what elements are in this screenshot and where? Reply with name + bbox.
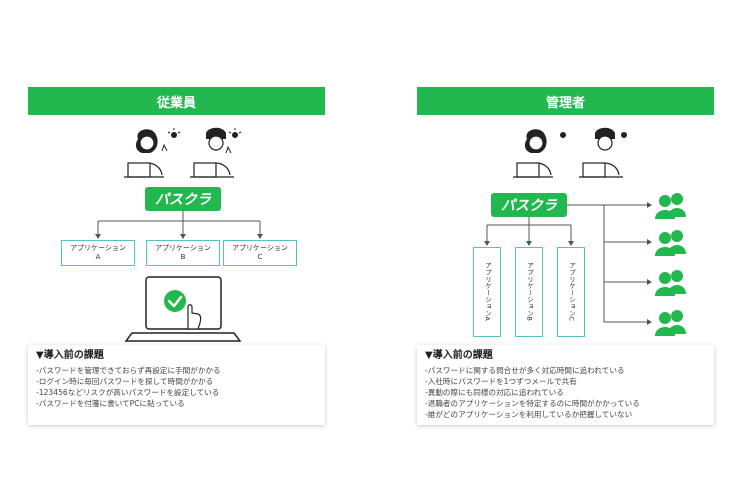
manager-diagram: パスクラ bbox=[484, 127, 686, 336]
idea-icon bbox=[560, 132, 566, 138]
manager-panel: 管理者 パスクラ bbox=[417, 87, 714, 425]
idea-icon bbox=[621, 132, 627, 138]
manager-header: 管理者 bbox=[417, 87, 714, 115]
issue-item: -ログイン時に毎回パスワードを探して時間がかかる bbox=[36, 377, 214, 386]
issue-item: -退職者のアプリケーションを特定するのに時間がかかっている bbox=[425, 399, 640, 408]
app-box-c: アプリケーションC bbox=[557, 247, 585, 337]
issue-item: -パスワードに関する問合せが多く対応時間に追われている bbox=[425, 366, 625, 375]
app-box-b: アプリケーションB bbox=[515, 247, 543, 337]
person-with-laptop-icon bbox=[513, 129, 553, 178]
person-with-laptop-icon bbox=[579, 127, 623, 178]
issue-item: -入社時にパスワードを1つずつメールで共有 bbox=[425, 377, 577, 386]
user-group-icon bbox=[655, 310, 686, 336]
logo-text: パスクラ bbox=[501, 198, 558, 214]
employee-diagram: パスクラ bbox=[95, 127, 263, 342]
issue-item: -123456などリスクが高いパスワードを設定している bbox=[36, 388, 220, 397]
issues-title: ▼導入前の課題 bbox=[36, 350, 104, 361]
app-box-a: アプリケーションA bbox=[473, 247, 501, 337]
person-with-laptop-icon bbox=[190, 127, 234, 178]
connector-lines bbox=[97, 211, 261, 236]
issue-item: -異動の際にも同様の対応に追われている bbox=[425, 388, 564, 397]
manager-issues-box: ▼導入前の課題 -パスワードに関する問合せが多く対応時間に追われている -入社時… bbox=[417, 345, 714, 425]
employee-panel: 従業員 bbox=[28, 87, 325, 425]
issue-item: -誰がどのアプリケーションを利用しているか把握していない bbox=[425, 410, 633, 419]
passkura-logo: パスクラ bbox=[491, 193, 567, 217]
employee-header: 従業員 bbox=[28, 87, 325, 115]
pointer-hand-icon bbox=[187, 304, 202, 330]
issue-item: -パスワードを付箋に書いてPCに貼っている bbox=[36, 399, 185, 408]
person-with-laptop-icon bbox=[124, 129, 168, 178]
passkura-logo: パスクラ bbox=[145, 187, 221, 211]
employee-issues-box: ▼導入前の課題 -パスワードを管理できておらず再設定に手間がかかる -ログイン時… bbox=[28, 345, 325, 425]
issues-title: ▼導入前の課題 bbox=[425, 350, 493, 361]
user-group-icon bbox=[655, 230, 686, 256]
issue-item: -パスワードを管理できておらず再設定に手間がかかる bbox=[36, 366, 221, 375]
idea-icon bbox=[167, 128, 181, 138]
idea-icon bbox=[228, 128, 242, 138]
laptop-check-icon bbox=[124, 276, 242, 342]
user-group-icon bbox=[655, 193, 686, 219]
connector-lines bbox=[486, 204, 649, 323]
user-group-icon bbox=[655, 270, 686, 296]
logo-text: パスクラ bbox=[155, 192, 212, 208]
